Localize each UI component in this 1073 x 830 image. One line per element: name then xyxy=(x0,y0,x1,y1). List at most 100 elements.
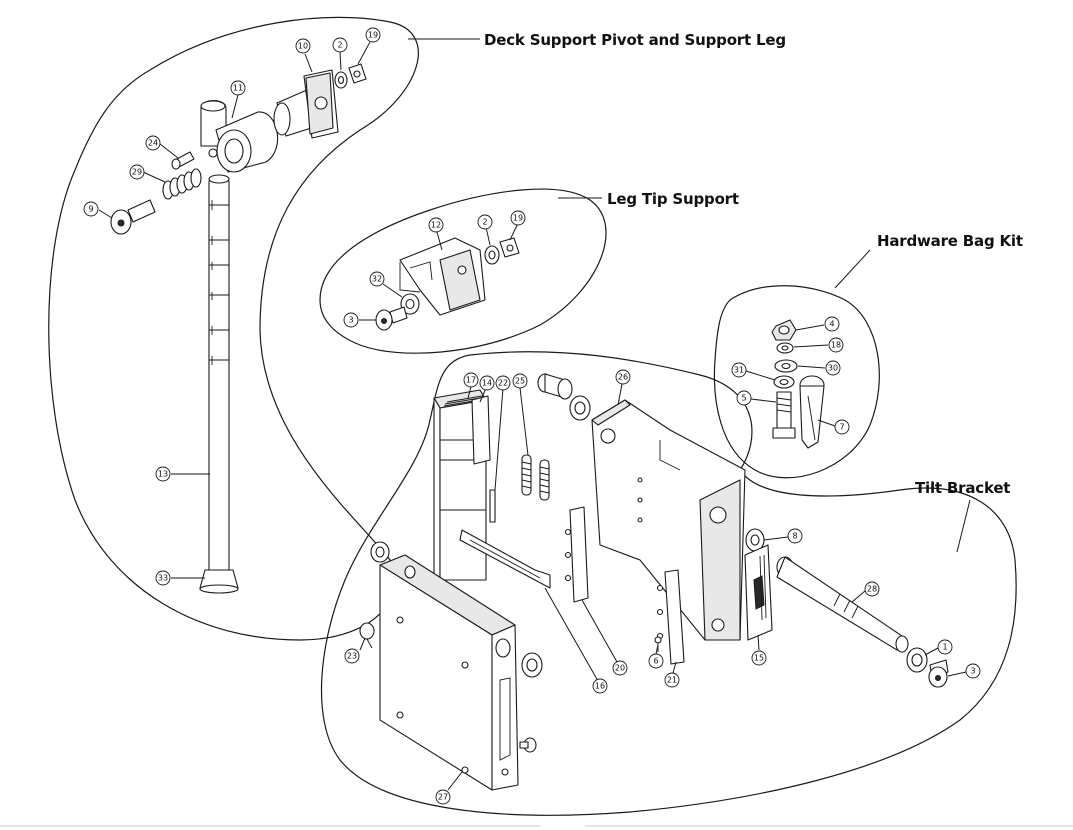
svg-text:28: 28 xyxy=(867,585,877,594)
support-leg xyxy=(208,174,230,574)
washer-32 xyxy=(400,293,420,315)
callout-12: 12 xyxy=(428,217,444,233)
top-bolt-and-bushings xyxy=(537,373,591,421)
callout-13: 13 xyxy=(155,466,171,482)
callout-33: 33 xyxy=(155,570,171,586)
svg-text:15: 15 xyxy=(754,654,764,663)
callout-28: 28 xyxy=(864,581,880,597)
washer-1 xyxy=(906,647,928,673)
callout-23: 23 xyxy=(344,648,360,664)
callout-16: 16 xyxy=(592,678,608,694)
square-nut-19-lower xyxy=(499,237,520,258)
arm-16 xyxy=(459,529,551,589)
pivot-housing xyxy=(200,99,279,173)
bushing-upper-left xyxy=(370,541,390,563)
callout-18: 18 xyxy=(828,337,844,353)
svg-text:13: 13 xyxy=(158,470,168,479)
plate-21 xyxy=(656,569,685,665)
deck-support-title: Deck Support Pivot and Support Leg xyxy=(484,31,786,49)
main-bracket-26 xyxy=(591,399,746,641)
svg-text:30: 30 xyxy=(828,364,838,373)
callout-21: 21 xyxy=(664,672,680,688)
callout-29: 29 xyxy=(129,164,145,180)
leg-tip-cap xyxy=(199,569,239,594)
svg-text:27: 27 xyxy=(438,793,448,802)
hardware-bag-title-leader xyxy=(834,249,871,289)
callout-10: 10 xyxy=(295,38,311,54)
callout-24: 24 xyxy=(145,135,161,151)
bolt-3-upper xyxy=(928,659,949,688)
washer-31 xyxy=(773,375,795,389)
bolt-5 xyxy=(772,391,796,439)
screw-23 xyxy=(359,622,375,649)
bushing-middle xyxy=(521,652,543,678)
screw-6 xyxy=(654,636,662,652)
callout-19-upper: 19 xyxy=(365,27,381,43)
svg-text:10: 10 xyxy=(298,42,308,51)
rod-22 xyxy=(489,489,496,523)
pivot-pin-28 xyxy=(776,556,909,653)
tilt-bracket-title: Tilt Bracket xyxy=(915,479,1011,497)
svg-text:16: 16 xyxy=(595,682,605,691)
leg-tip-title: Leg Tip Support xyxy=(607,190,739,208)
svg-text:24: 24 xyxy=(148,139,158,148)
square-nut-19-upper xyxy=(348,63,367,84)
side-plate-27 xyxy=(379,554,519,791)
svg-text:2: 2 xyxy=(482,218,487,227)
callout-15: 15 xyxy=(751,650,767,666)
svg-text:26: 26 xyxy=(618,373,628,382)
svg-text:8: 8 xyxy=(792,532,797,541)
leg-tip-outline xyxy=(319,188,607,354)
svg-text:12: 12 xyxy=(431,221,441,230)
callout-2-lower: 2 xyxy=(477,214,493,230)
pivot-tube-plate xyxy=(273,69,339,139)
svg-text:23: 23 xyxy=(347,652,357,661)
nut-4 xyxy=(771,319,797,341)
svg-text:19: 19 xyxy=(368,31,378,40)
callout-6: 6 xyxy=(648,653,664,669)
svg-text:11: 11 xyxy=(233,84,243,93)
hardware-bag-outline xyxy=(713,285,880,479)
callout-31: 31 xyxy=(731,362,747,378)
svg-text:22: 22 xyxy=(498,379,508,388)
svg-text:17: 17 xyxy=(466,376,476,385)
callout-7: 7 xyxy=(834,419,850,435)
plate-20 xyxy=(564,506,589,603)
callout-20: 20 xyxy=(612,660,628,676)
callout-14: 14 xyxy=(479,375,495,391)
callout-17: 17 xyxy=(463,372,479,388)
svg-text:1: 1 xyxy=(942,643,947,652)
callout-8: 8 xyxy=(787,528,803,544)
svg-text:6: 6 xyxy=(653,657,658,666)
lock-washer-18 xyxy=(776,342,794,354)
tilt-bracket-outline xyxy=(320,351,1017,816)
plate-14 xyxy=(471,395,491,465)
washer-30 xyxy=(774,359,798,373)
svg-text:9: 9 xyxy=(88,205,93,214)
callout-27: 27 xyxy=(435,789,451,805)
tilt-bracket-title-leader xyxy=(956,499,971,553)
plate-15 xyxy=(744,544,773,641)
callout-19-lower: 19 xyxy=(510,210,526,226)
svg-text:19: 19 xyxy=(513,214,523,223)
callout-5: 5 xyxy=(736,390,752,406)
svg-text:3: 3 xyxy=(348,316,353,325)
callout-11: 11 xyxy=(230,80,246,96)
svg-text:4: 4 xyxy=(829,320,834,329)
cover-cap-7 xyxy=(799,375,825,449)
callout-leaders xyxy=(98,41,967,791)
callout-3-upper: 3 xyxy=(965,663,981,679)
svg-text:33: 33 xyxy=(158,574,168,583)
svg-text:14: 14 xyxy=(482,379,492,388)
pin-24 xyxy=(171,151,195,170)
callout-1: 1 xyxy=(937,639,953,655)
spring-29 xyxy=(162,168,202,200)
callout-22: 22 xyxy=(495,375,511,391)
svg-text:31: 31 xyxy=(734,366,744,375)
svg-text:18: 18 xyxy=(831,341,841,350)
bolt-3-lower xyxy=(375,306,408,331)
svg-text:2: 2 xyxy=(337,41,342,50)
svg-text:21: 21 xyxy=(667,676,677,685)
spring-pair-25 xyxy=(521,454,550,501)
